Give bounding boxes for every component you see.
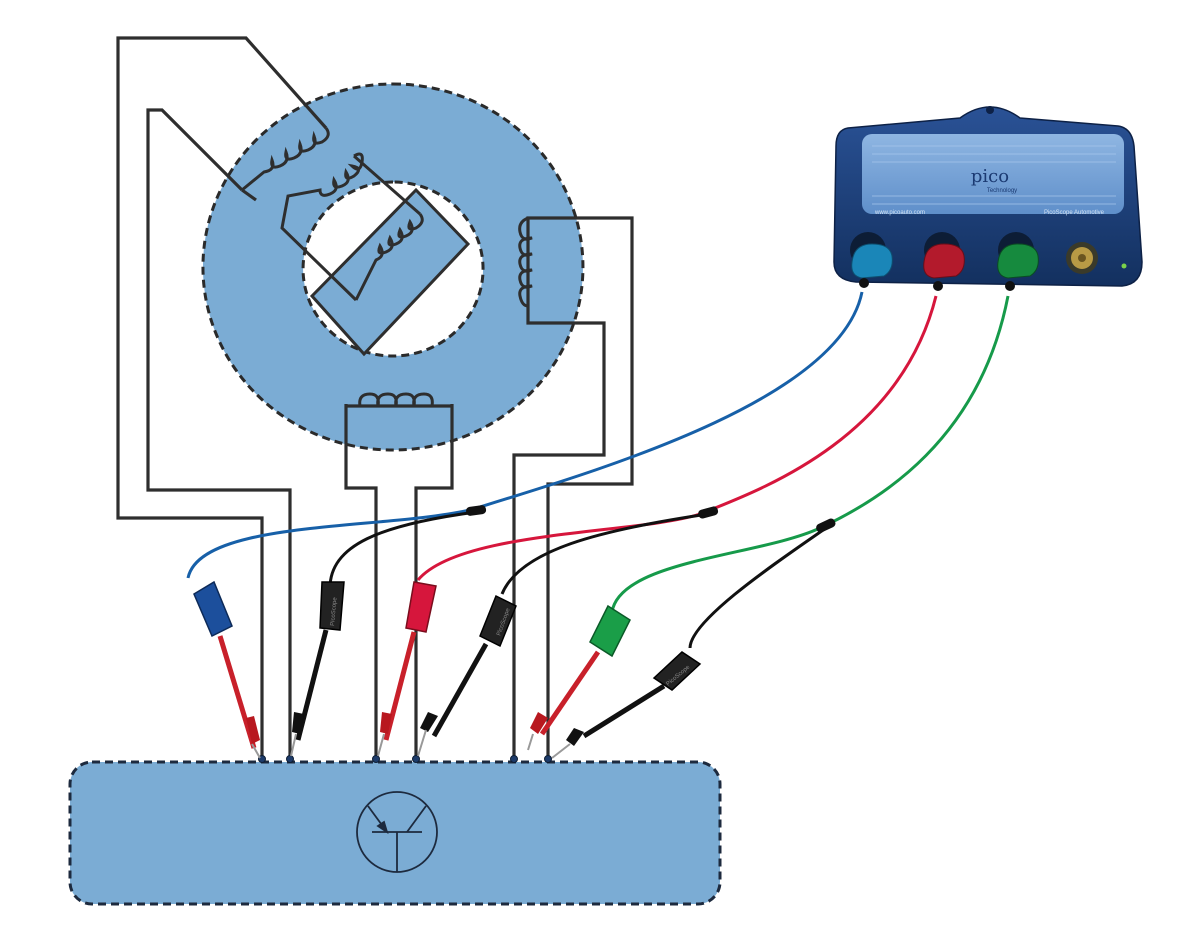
device-subtitle: Technology <box>987 188 1017 194</box>
channel-b-probe <box>377 581 437 757</box>
ground-lead-a <box>328 510 477 589</box>
stator-ring <box>201 82 585 452</box>
bnc-connector-icon <box>1066 242 1127 274</box>
ground-probe-b: PicoScope <box>417 594 517 757</box>
device-url: www.picoauto.com <box>874 210 925 216</box>
coil-icon <box>358 392 434 407</box>
device-logo: pico <box>971 166 1009 187</box>
lead-splitters <box>466 505 836 533</box>
channel-a-socket <box>850 232 893 288</box>
ground-probe-a: PicoScope <box>290 581 345 757</box>
rotor-coil-icon <box>280 152 424 302</box>
channel-a-probe <box>193 580 261 759</box>
picoscope-device: pico Technology www.picoauto.com PicoSco… <box>833 106 1143 291</box>
ecu-module <box>68 755 722 906</box>
coil-icon <box>518 216 533 308</box>
ground-lead-c <box>688 526 827 649</box>
transistor-icon <box>356 791 438 873</box>
coil-icon <box>241 127 330 192</box>
ground-probe-c: PicoScope <box>551 651 702 759</box>
channel-a-lead <box>186 291 864 579</box>
rotor-winding <box>309 187 471 357</box>
device-product: PicoScope Automotive <box>1044 210 1105 216</box>
channel-c-socket <box>997 232 1039 291</box>
channel-b-socket <box>923 232 965 291</box>
connector-pins <box>258 755 552 763</box>
ground-lead-b <box>500 512 709 595</box>
channel-c-probe <box>527 604 631 751</box>
channel-c-lead <box>610 295 1010 613</box>
probe-brand-label: PicoScope <box>330 596 339 626</box>
